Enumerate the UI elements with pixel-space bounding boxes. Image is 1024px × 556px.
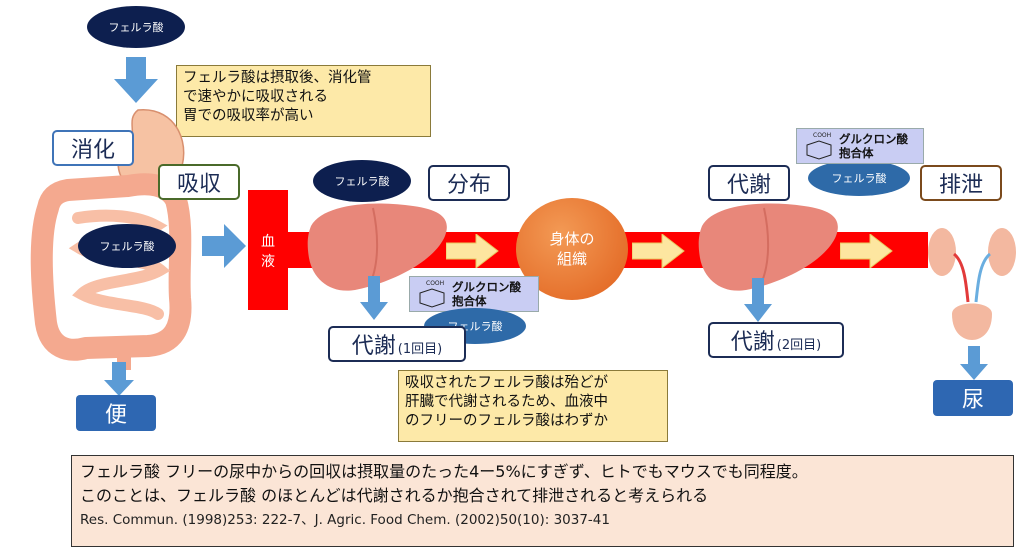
- note-absorption: フェルラ酸は摂取後、消化管 で速やかに吸収される 胃での吸収率が高い: [176, 65, 431, 137]
- stage-label-metabolism-2: 代謝 (2回目): [708, 322, 844, 358]
- arrow-right-excretion: [840, 234, 893, 268]
- ferulic-acid-liver-ellipse: フェルラ酸: [313, 160, 411, 202]
- ferulic-acid-intestine-ellipse: フェルラ酸: [78, 224, 176, 268]
- stage-label-metabolism: 代謝: [708, 165, 790, 201]
- arrow-right-distribution-2: [632, 234, 685, 268]
- arrow-down-urine: [960, 346, 988, 380]
- stage-label-digestion: 消化: [52, 130, 134, 166]
- ferulic-acid-conjugate-ellipse-2: フェルラ酸: [808, 160, 910, 196]
- svg-text:COOH: COOH: [813, 132, 831, 139]
- stage-label-excretion: 排泄: [920, 165, 1002, 201]
- blood-label: 血 液: [261, 234, 275, 270]
- summary-line-1: フェルラ酸 フリーの尿中からの回収は摂取量のたった4ー5%にすぎず、ヒトでもマウ…: [80, 462, 808, 481]
- glucuronide-ring-icon: COOH: [806, 132, 832, 160]
- note-absorption-line-1: フェルラ酸は摂取後、消化管: [183, 70, 372, 86]
- arrow-down-stool: [104, 362, 134, 396]
- stool-box: 便: [76, 395, 156, 431]
- kidney-bladder-illustration: [928, 228, 1016, 340]
- glucuronide-box-2: COOH グルクロン酸 抱合体: [796, 128, 924, 164]
- stage-label-metabolism-1: 代謝 (1回目): [328, 326, 466, 362]
- glucuronide-box-1: COOH グルクロン酸 抱合体: [409, 276, 539, 312]
- arrow-down-ingest: [114, 57, 158, 103]
- ferulic-acid-label: フェルラ酸: [108, 21, 164, 34]
- body-tissue-circle: 身体の 組織: [516, 198, 628, 300]
- note-metabolism: 吸収されたフェルラ酸は殆どが 肝臓で代謝されるため、血液中 のフリーのフェルラ酸…: [398, 370, 668, 442]
- note-absorption-line-3: 胃での吸収率が高い: [183, 108, 314, 124]
- arrow-right-absorption: [202, 224, 246, 268]
- stage-label-absorption: 吸収: [158, 164, 240, 200]
- urine-box: 尿: [933, 380, 1013, 416]
- ferulic-acid-top-ellipse: フェルラ酸: [87, 6, 185, 48]
- note-absorption-line-2: で速やかに吸収される: [183, 89, 328, 105]
- svg-text:COOH: COOH: [426, 280, 444, 287]
- arrow-down-metabolism-2: [744, 278, 772, 322]
- summary-box: フェルラ酸 フリーの尿中からの回収は摂取量のたった4ー5%にすぎず、ヒトでもマウ…: [71, 455, 1014, 547]
- summary-line-2: このことは、フェルラ酸 のほとんどは代謝されるか抱合されて排泄されると考えられる: [80, 486, 709, 505]
- stage-label-distribution: 分布: [428, 165, 510, 201]
- summary-reference: Res. Commun. (1998)253: 222-7、J. Agric. …: [80, 512, 610, 528]
- blood-vessel-vertical: [248, 190, 288, 310]
- glucuronide-ring-icon: COOH: [419, 280, 445, 308]
- arrow-down-metabolism-1: [360, 276, 388, 320]
- arrow-right-distribution-1: [446, 234, 499, 268]
